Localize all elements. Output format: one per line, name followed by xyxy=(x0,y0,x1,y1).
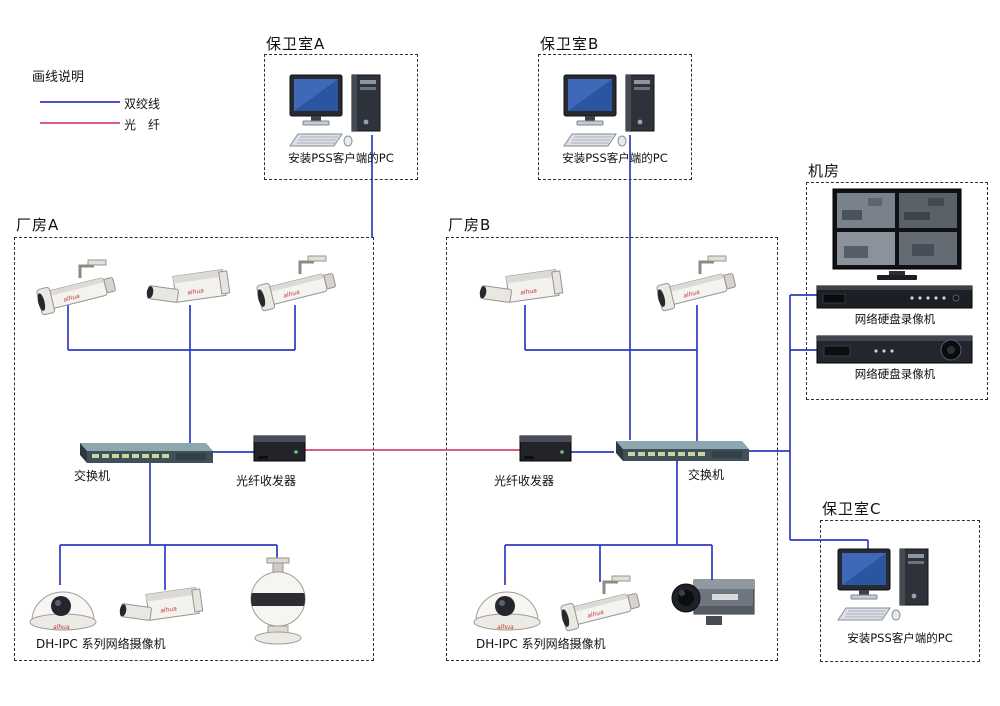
zone-box-plant-a xyxy=(14,237,374,661)
camera-bullet-a1: alhua xyxy=(28,256,128,320)
camera-brand-text: alhua xyxy=(53,624,70,631)
camera-box-a-bottom: alhua xyxy=(118,578,213,638)
camera-brand-text: alhua xyxy=(497,624,514,631)
camera-brand-text: alhua xyxy=(283,289,301,300)
nvr-graphic xyxy=(816,285,973,309)
camera-dome-a: alhua xyxy=(24,576,102,636)
nvr2-label: 网络硬盘录像机 xyxy=(854,367,936,381)
ptz-camera-graphic xyxy=(250,557,306,645)
camera-dome-b: alhua xyxy=(468,576,546,636)
switch-graphic xyxy=(80,443,213,463)
pc-label-guard-c: 安装PSS客户端的PC xyxy=(847,631,953,645)
nvr1-label: 网络硬盘录像机 xyxy=(854,312,936,326)
fiber-transceiver-a xyxy=(252,430,308,466)
camera-bullet-b-bottom: alhua xyxy=(552,572,652,636)
title-plant-b: 厂房B xyxy=(448,216,492,234)
pc-workstation-guard-b xyxy=(562,74,672,150)
pc-workstation-guard-c xyxy=(836,548,946,624)
nvr-device-2 xyxy=(816,334,974,366)
title-plant-a: 厂房A xyxy=(16,216,60,234)
title-guard-room-a: 保卫室A xyxy=(266,35,326,53)
zone-box-server-room xyxy=(806,182,988,400)
title-guard-room-b: 保卫室B xyxy=(540,35,600,53)
pc-graphic xyxy=(289,74,381,147)
legend-twisted-pair-line-icon xyxy=(40,101,120,103)
legend-twisted-pair-label: 双绞线 xyxy=(124,97,161,111)
zone-box-guard-room-c xyxy=(820,520,980,662)
bullet-camera-graphic: alhua xyxy=(656,255,736,312)
zone-box-plant-b xyxy=(446,237,778,661)
switch-a-label: 交换机 xyxy=(74,469,111,483)
legend-fiber-label: 光 纤 xyxy=(124,118,161,132)
transceiver-b-label: 光纤收发器 xyxy=(494,474,555,488)
bullet-camera-graphic: alhua xyxy=(256,255,336,312)
title-server-room: 机房 xyxy=(808,162,841,180)
camera-box-b1: alhua xyxy=(478,260,573,320)
plant-b-cameras-label: DH-IPC 系列网络摄像机 xyxy=(476,637,606,651)
fiber-transceiver-b xyxy=(518,430,574,466)
nvr-graphic xyxy=(816,335,973,364)
camera-ptz-dome xyxy=(240,556,316,646)
box-camera-graphic: alhua xyxy=(479,268,564,303)
twisted-pair-wires xyxy=(59,135,869,590)
camera-box-a2: alhua xyxy=(145,260,240,320)
zone-box-guard-room-b xyxy=(538,54,692,180)
nvr-device-1 xyxy=(816,284,974,310)
transceiver-a-label: 光纤收发器 xyxy=(236,474,297,488)
dome-camera-graphic: alhua xyxy=(29,591,97,631)
plant-a-cameras-label: DH-IPC 系列网络摄像机 xyxy=(36,637,166,651)
legend-fiber-line-icon xyxy=(40,122,120,124)
camera-bullet-a3: alhua xyxy=(248,252,348,316)
camera-brand-text: alhua xyxy=(683,289,701,300)
pc-label-guard-a: 安装PSS客户端的PC xyxy=(288,151,394,165)
cctv-monitor-graphic xyxy=(832,188,962,280)
title-guard-room-c: 保卫室C xyxy=(822,500,882,518)
transceiver-graphic xyxy=(519,435,572,462)
switch-graphic xyxy=(616,441,749,461)
switch-b-label: 交换机 xyxy=(688,468,725,482)
camera-brand-text: alhua xyxy=(520,287,538,296)
camera-brand-text: alhua xyxy=(63,293,81,304)
cctv-monitor xyxy=(832,188,962,282)
legend-title: 画线说明 xyxy=(32,70,85,85)
camera-professional-box xyxy=(662,570,762,632)
zone-box-guard-room-a xyxy=(264,54,418,180)
camera-brand-text: alhua xyxy=(160,605,178,614)
ethernet-switch-a xyxy=(72,440,214,468)
camera-brand-text: alhua xyxy=(587,609,605,620)
box-camera-graphic: alhua xyxy=(119,586,204,621)
transceiver-graphic xyxy=(253,435,306,462)
pc-graphic xyxy=(837,548,929,621)
bullet-camera-graphic: alhua xyxy=(36,259,116,316)
bullet-camera-graphic: alhua xyxy=(560,575,640,632)
box-camera-graphic: alhua xyxy=(146,268,231,303)
camera-brand-text: alhua xyxy=(187,287,205,296)
dome-camera-graphic: alhua xyxy=(473,591,541,631)
pro-camera-graphic xyxy=(671,579,755,625)
camera-bullet-b2: alhua xyxy=(648,252,748,316)
pc-workstation-guard-a xyxy=(288,74,398,150)
pc-label-guard-b: 安装PSS客户端的PC xyxy=(562,151,668,165)
ethernet-switch-b xyxy=(608,438,750,466)
pc-graphic xyxy=(563,74,655,147)
